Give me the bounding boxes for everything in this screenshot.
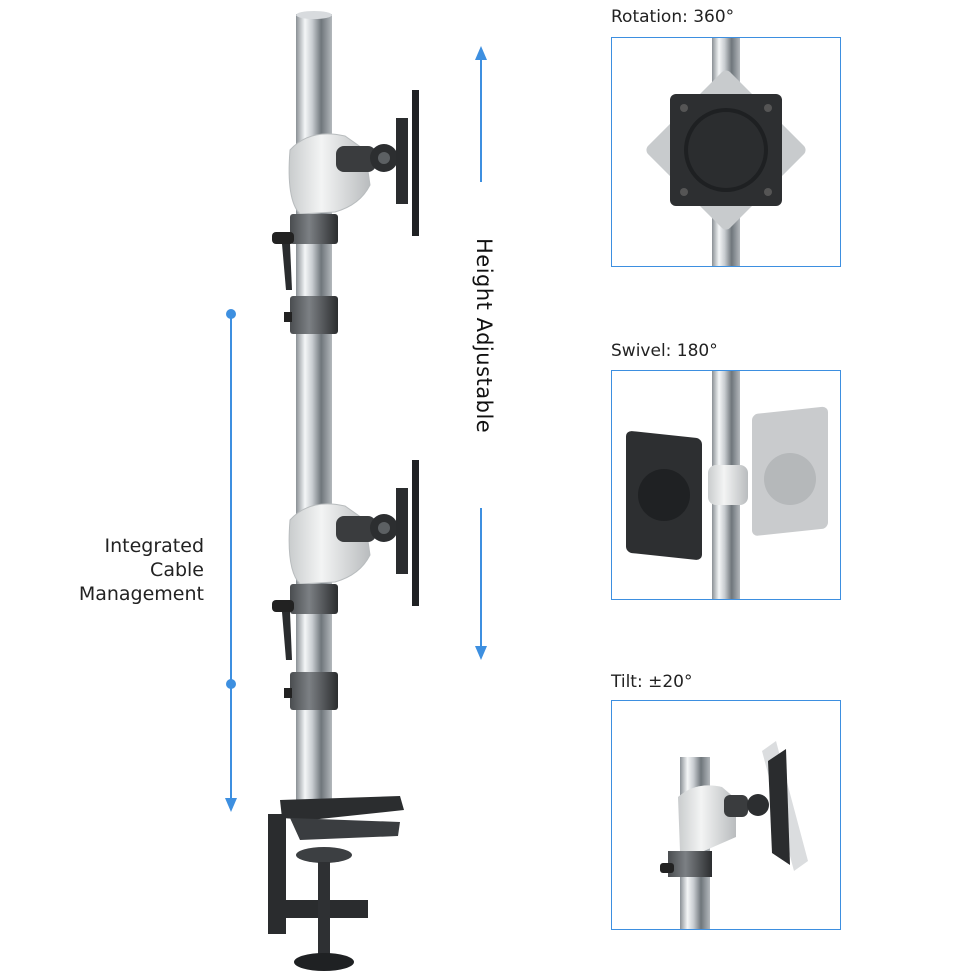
- collar-upper: [290, 296, 338, 334]
- cable-label-line1: Integrated: [104, 535, 205, 557]
- cable-label-line3: Management: [78, 583, 204, 605]
- rotation-panel: [611, 37, 841, 267]
- rotation-title: Rotation: 360°: [611, 7, 735, 27]
- swivel-illustration: [626, 371, 828, 599]
- cable-label-line2: Cable: [150, 559, 204, 581]
- swivel-panel: [611, 370, 841, 600]
- upper-arm: [272, 90, 419, 290]
- swivel-title: Swivel: 180°: [611, 341, 718, 361]
- collar-lower: [290, 672, 338, 710]
- lower-arm: [272, 460, 419, 660]
- height-adjustable-label: Height Adjustable: [472, 238, 496, 434]
- cable-management-label: Integrated Cable Management: [40, 534, 204, 606]
- tilt-title: Tilt: ±20°: [611, 672, 693, 692]
- tilt-illustration: [660, 741, 808, 929]
- monitor-mount-illustration: [225, 11, 487, 971]
- tilt-panel: [611, 700, 841, 930]
- desk-clamp: [268, 796, 404, 971]
- rotation-illustration: [646, 38, 806, 266]
